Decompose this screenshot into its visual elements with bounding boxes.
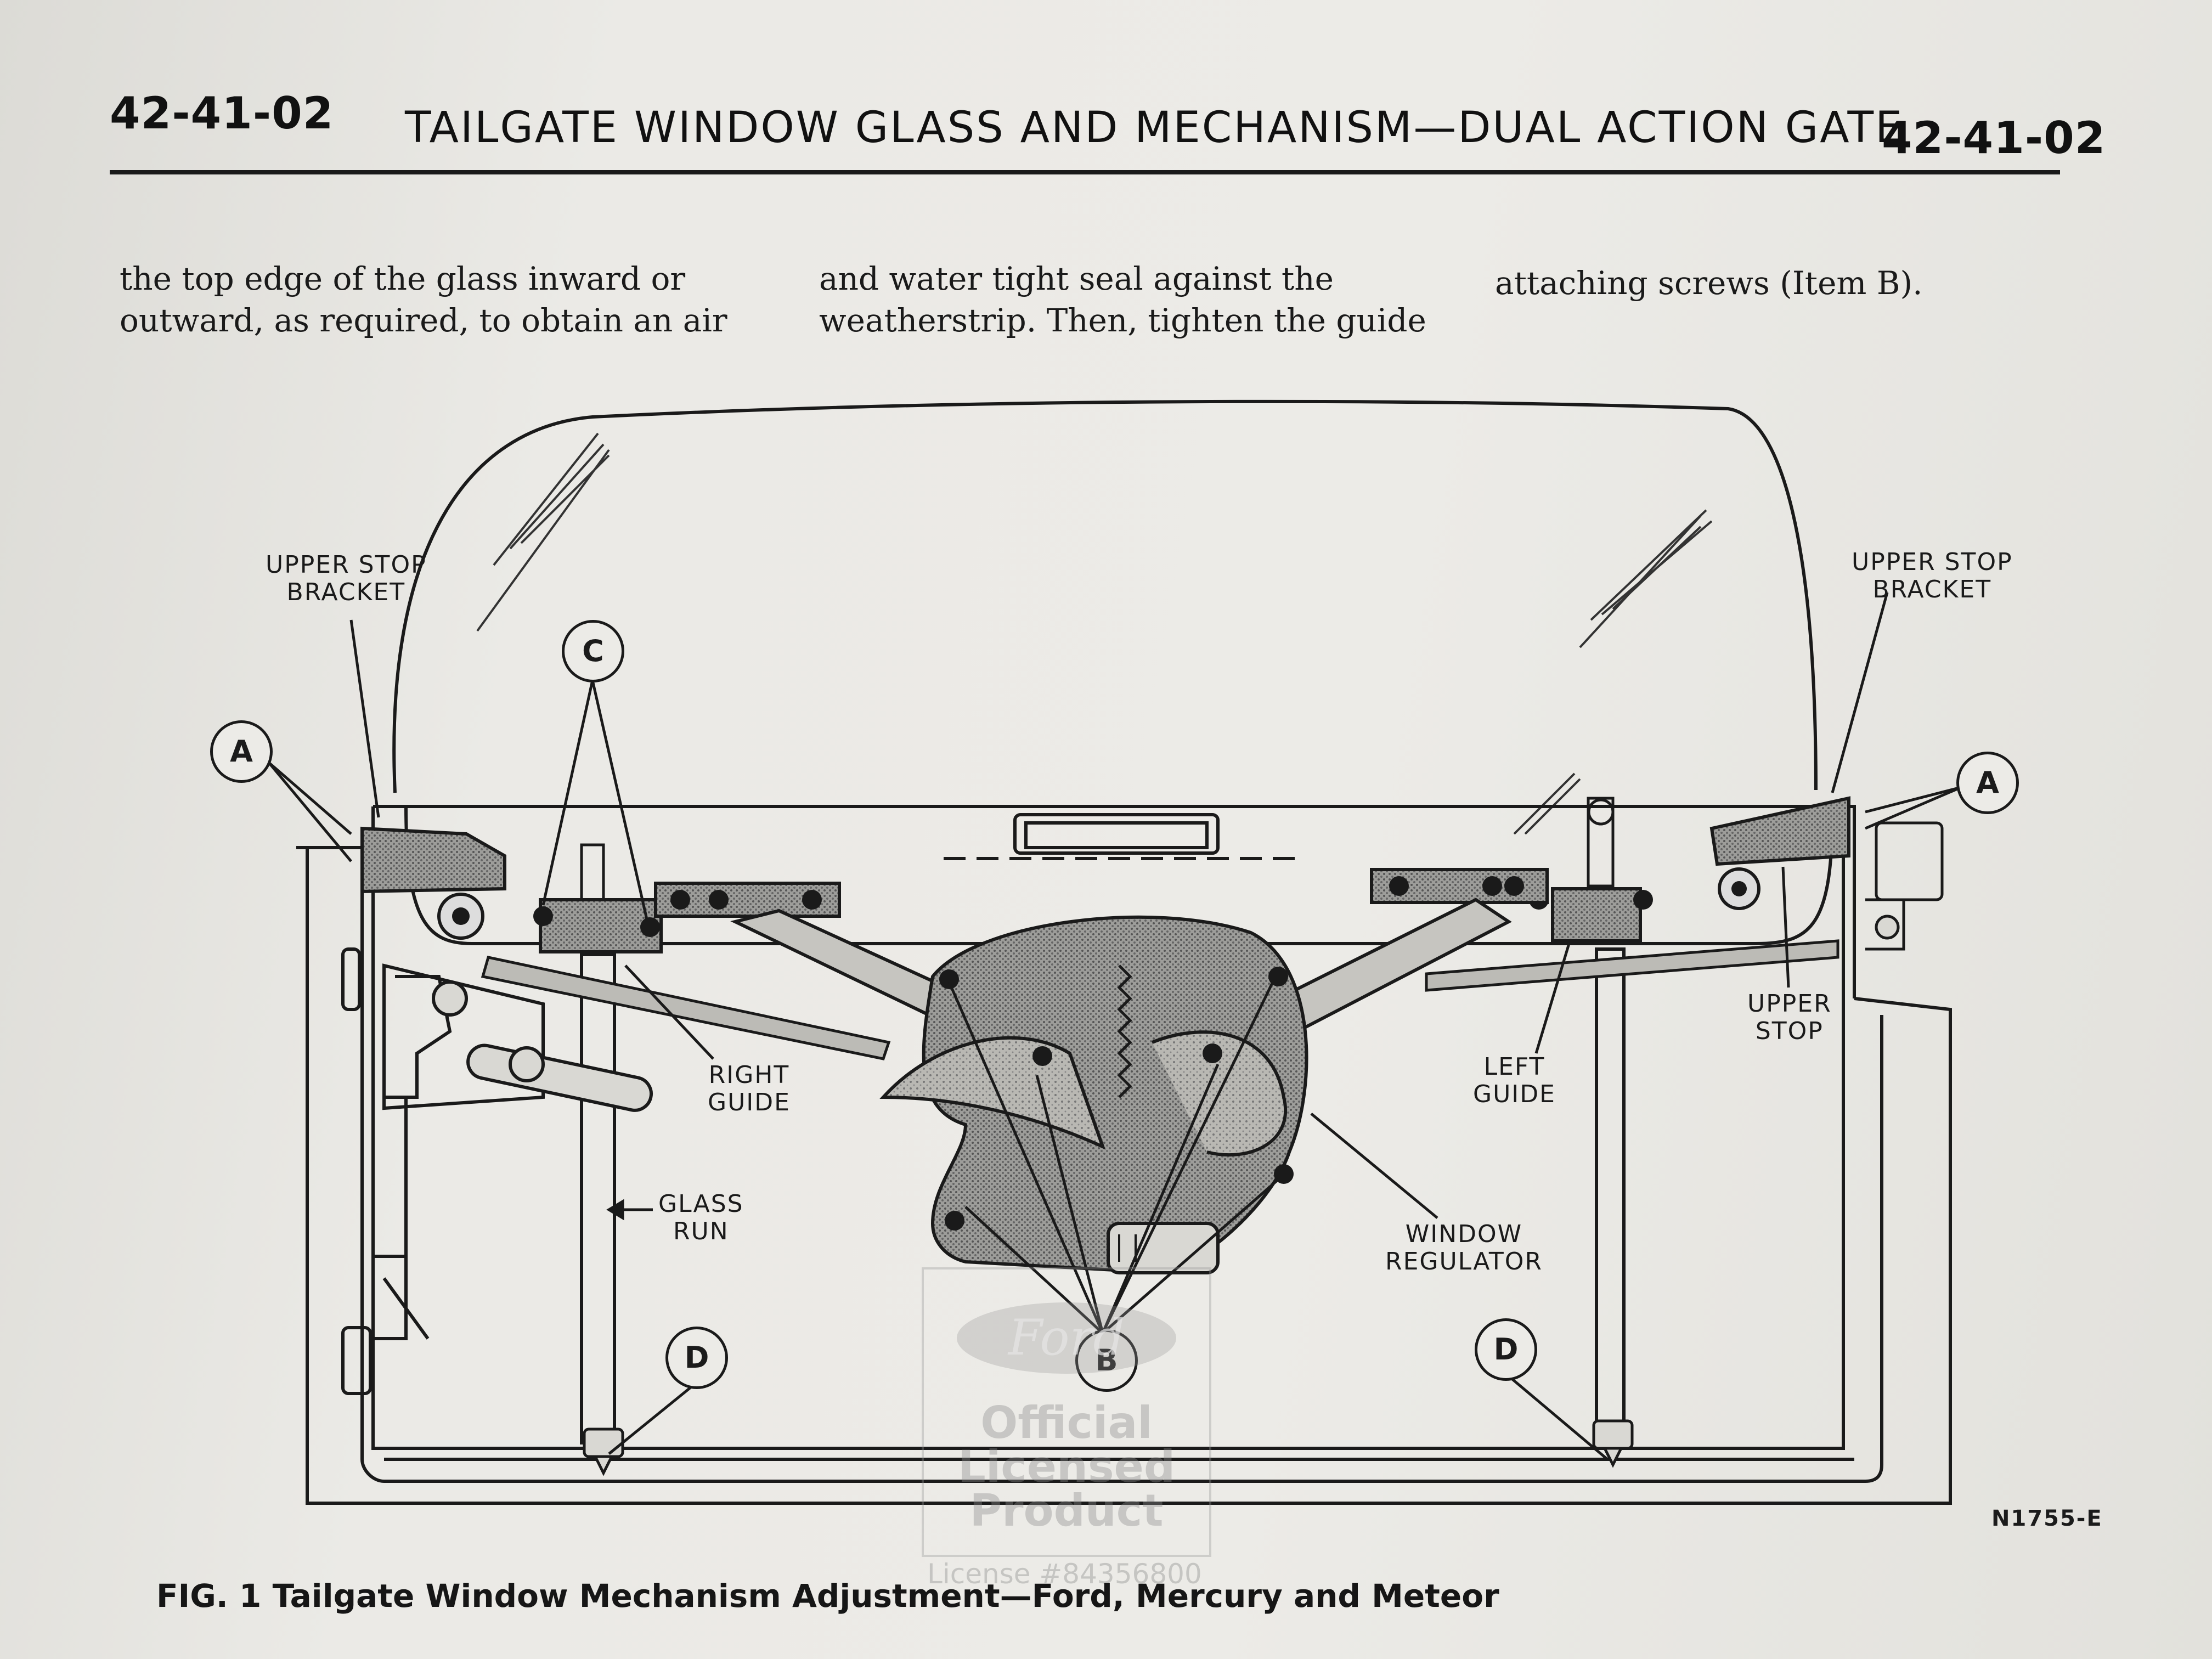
body-text-column-3: attaching screws (Item B).	[1495, 264, 1923, 302]
label-window-regulator: WINDOW REGULATOR	[1385, 1220, 1543, 1276]
glass-run-marker	[606, 1199, 653, 1221]
ford-logo-icon: Ford	[957, 1302, 1176, 1374]
right-guide-assembly	[533, 843, 663, 1444]
header-rule	[110, 170, 2060, 174]
figure-code: N1755-E	[1991, 1506, 2103, 1531]
callout-d-right: D	[1475, 1318, 1537, 1381]
watermark-text: Official Licensed Product	[957, 1397, 1176, 1536]
label-upper-stop-bracket-right: UPPER STOP BRACKET	[1852, 548, 2013, 603]
glass-reflection-marks	[476, 432, 1713, 835]
callout-b: B	[1075, 1329, 1138, 1392]
body-text-column-1: the top edge of the glass inward or outw…	[120, 260, 727, 339]
glass-channels	[654, 868, 1549, 918]
rack-bars	[481, 939, 1839, 1060]
window-regulator	[879, 915, 1308, 1275]
callout-c: C	[562, 620, 624, 682]
left-guide-assembly	[1529, 797, 1653, 1428]
label-glass-run: GLASS RUN	[658, 1190, 744, 1245]
callout-a-left: A	[210, 720, 273, 783]
callout-a-right: A	[1956, 752, 2019, 814]
label-left-guide: LEFT GUIDE	[1473, 1053, 1556, 1108]
figure-caption: FIG. 1 Tailgate Window Mechanism Adjustm…	[156, 1577, 1499, 1615]
bottom-fasteners	[583, 1419, 1634, 1476]
leader-lines	[268, 592, 1962, 1460]
licensed-product-watermark: Ford Official Licensed Product	[922, 1267, 1211, 1557]
window-glass	[392, 399, 1818, 793]
page-number-left: 42-41-02	[110, 88, 334, 139]
upper-stop-bracket-left	[360, 826, 506, 940]
latch-mechanism	[341, 947, 653, 1395]
label-upper-stop: UPPER STOP	[1747, 990, 1832, 1045]
label-upper-stop-bracket-left: UPPER STOP BRACKET	[266, 551, 427, 606]
right-hinge-hardware	[1865, 821, 1944, 951]
callout-d-left: D	[665, 1327, 728, 1389]
page-number-right: 42-41-02	[1882, 112, 2106, 163]
center-top-handle	[944, 813, 1306, 860]
label-right-guide: RIGHT GUIDE	[708, 1061, 791, 1116]
upper-stop-bracket-right	[1709, 796, 1850, 910]
watermark-license: License #84356800	[927, 1558, 1202, 1590]
body-text-column-2: and water tight seal against the weather…	[819, 260, 1426, 339]
page-title: TAILGATE WINDOW GLASS AND MECHANISM—DUAL…	[405, 103, 1904, 153]
